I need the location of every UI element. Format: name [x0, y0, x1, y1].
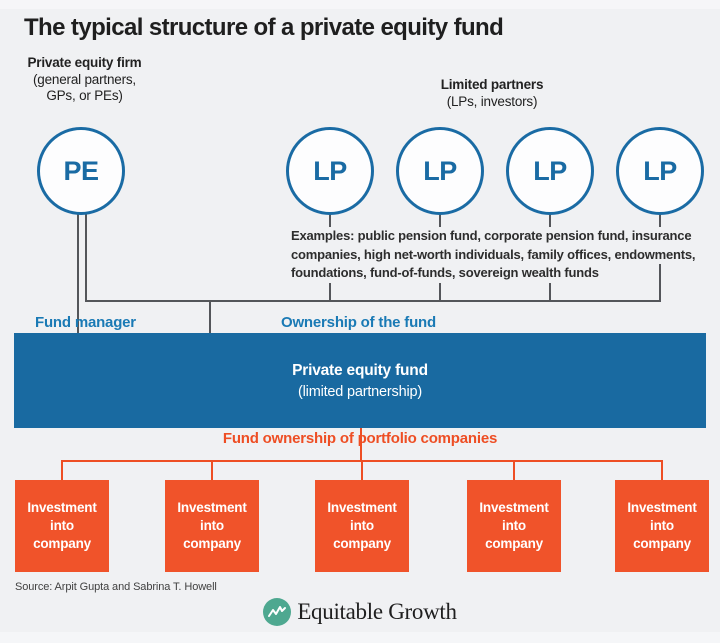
investment-box-line2: into	[650, 518, 674, 533]
investment-box-5: Investment into company	[615, 480, 709, 572]
node-lp-text: LP	[423, 155, 457, 186]
investment-box-line1: Investment	[327, 500, 397, 515]
node-lp-1: LP	[286, 127, 374, 215]
ownership-of-fund-label: Ownership of the fund	[281, 314, 436, 331]
node-lp-text: LP	[533, 155, 567, 186]
lp-examples-line2: companies, high net-worth individuals, f…	[291, 245, 699, 264]
lp-group-label: Limited partners (LPs, investors)	[412, 77, 572, 110]
connector-company2-line	[211, 460, 213, 480]
investment-box-line3: company	[33, 536, 91, 551]
source-credit: Source: Arpit Gupta and Sabrina T. Howel…	[15, 581, 217, 593]
connector-pe-fund-manager-line	[77, 214, 79, 333]
zigzag-chart-glyph	[268, 606, 287, 617]
top-margin-strip	[0, 0, 720, 9]
node-lp-4: LP	[616, 127, 704, 215]
connector-company1-line	[61, 460, 63, 480]
investment-box-line2: into	[350, 518, 374, 533]
lp-examples-line1: Examples: public pension fund, corporate…	[291, 227, 695, 246]
connector-company4-line	[513, 460, 515, 480]
investment-box-line2: into	[502, 518, 526, 533]
fund-manager-label: Fund manager	[35, 314, 136, 331]
lp-group-label-line1: Limited partners	[440, 77, 544, 92]
equitable-growth-logo: Equitable Growth	[0, 598, 720, 626]
node-lp-text: LP	[313, 155, 347, 186]
pe-group-label-line1: Private equity firm	[27, 55, 142, 70]
node-pe-text: PE	[63, 155, 99, 186]
investment-box-line3: company	[183, 536, 241, 551]
connector-company5-line	[661, 460, 663, 480]
lp-examples-line3: foundations, fund-of-funds, sovereign we…	[291, 264, 602, 283]
node-lp-text: LP	[643, 155, 677, 186]
connector-bus-to-fund-line	[209, 300, 211, 333]
equitable-growth-chart-icon	[263, 598, 292, 626]
investment-box-line2: into	[200, 518, 224, 533]
investment-box-line3: company	[333, 536, 391, 551]
investment-box-line1: Investment	[177, 500, 247, 515]
investment-box-line3: company	[633, 536, 691, 551]
fund-box-title: Private equity fund	[292, 361, 428, 379]
investment-box-4: Investment into company	[467, 480, 561, 572]
pe-group-label-line2: (general partners,	[33, 71, 136, 87]
pe-group-label: Private equity firm (general partners, G…	[12, 55, 157, 105]
investment-box-line1: Investment	[27, 500, 97, 515]
investment-box-line2: into	[50, 518, 74, 533]
private-equity-fund-box: Private equity fund (limited partnership…	[14, 333, 706, 428]
logo-wordmark: Equitable Growth	[297, 599, 457, 624]
node-lp-3: LP	[506, 127, 594, 215]
connector-fund-to-bus-line	[360, 428, 362, 462]
connector-pe-ownership-line	[85, 214, 87, 302]
bottom-margin-strip	[0, 632, 720, 643]
connector-ownership-bus-line	[85, 300, 661, 302]
fund-box-subtitle: (limited partnership)	[298, 383, 422, 400]
pe-group-label-line3: GPs, or PEs)	[46, 88, 123, 103]
node-lp-2: LP	[396, 127, 484, 215]
investment-box-line3: company	[485, 536, 543, 551]
investment-box-2: Investment into company	[165, 480, 259, 572]
investment-box-line1: Investment	[479, 500, 549, 515]
page-title: The typical structure of a private equit…	[24, 14, 504, 41]
lp-examples-text: Examples: public pension fund, corporate…	[291, 227, 699, 283]
fund-ownership-label: Fund ownership of portfolio companies	[222, 430, 498, 447]
investment-box-3: Investment into company	[315, 480, 409, 572]
investment-box-1: Investment into company	[15, 480, 109, 572]
node-pe: PE	[37, 127, 125, 215]
lp-group-label-line2: (LPs, investors)	[446, 93, 538, 109]
connector-company3-line	[361, 460, 363, 480]
investment-box-line1: Investment	[627, 500, 697, 515]
